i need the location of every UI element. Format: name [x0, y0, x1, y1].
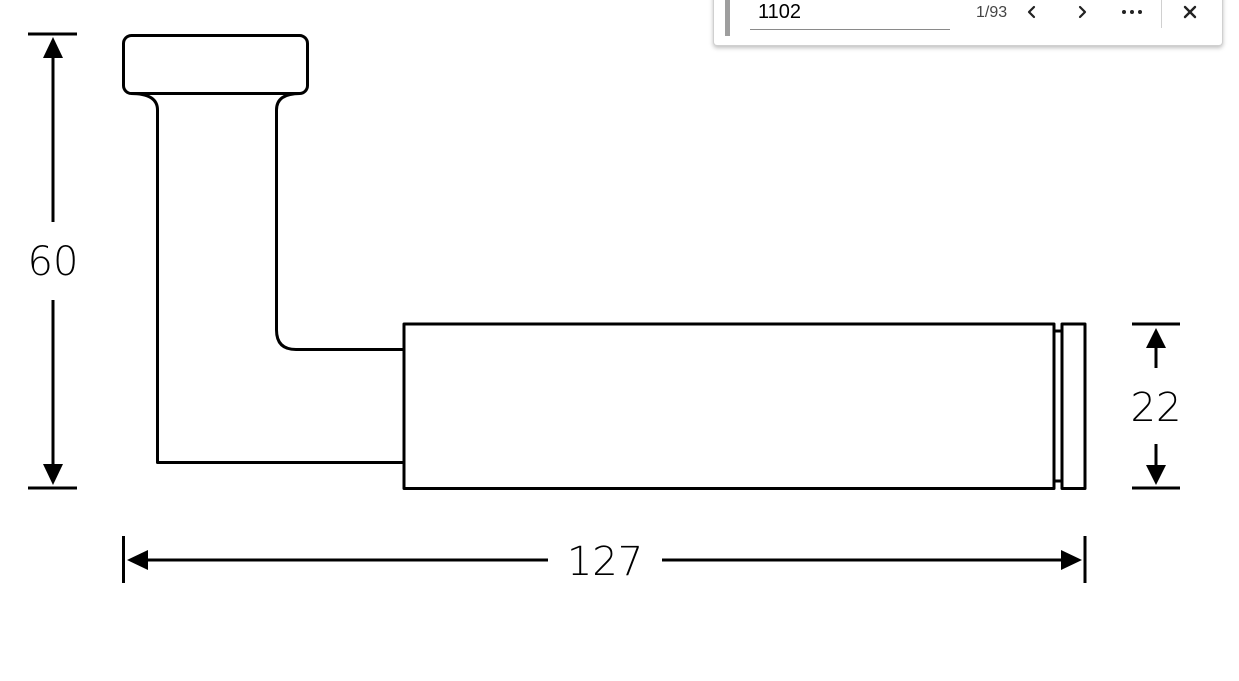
end-cap	[1060, 322, 1087, 490]
next-match-button[interactable]	[1064, 0, 1100, 28]
dimension-label-length-total: 127	[567, 539, 643, 585]
handle-neck-inner	[275, 92, 404, 351]
dimension-height-total	[28, 32, 77, 490]
more-horizontal-icon	[1122, 10, 1142, 14]
chevron-left-icon	[1027, 5, 1036, 19]
dimension-length-total	[122, 536, 1087, 583]
close-icon	[1183, 5, 1197, 19]
match-count: 1/93	[976, 4, 1008, 21]
dimension-label-height-total: 60	[28, 239, 79, 285]
find-bar-divider	[1161, 0, 1162, 28]
find-input[interactable]	[750, 0, 950, 30]
dimension-height-bar	[1132, 322, 1180, 490]
chevron-right-icon	[1078, 5, 1087, 19]
find-bar: 1/93	[713, 0, 1223, 46]
grip-bar	[402, 322, 1056, 490]
dimension-label-height-bar: 22	[1131, 385, 1182, 431]
rose-cap	[122, 34, 309, 95]
close-find-button[interactable]	[1172, 0, 1208, 28]
handle-neck	[130, 92, 404, 464]
more-options-button[interactable]	[1114, 0, 1150, 28]
handle-outline	[122, 34, 1087, 490]
previous-match-button[interactable]	[1014, 0, 1050, 28]
find-bar-accent	[725, 0, 730, 36]
